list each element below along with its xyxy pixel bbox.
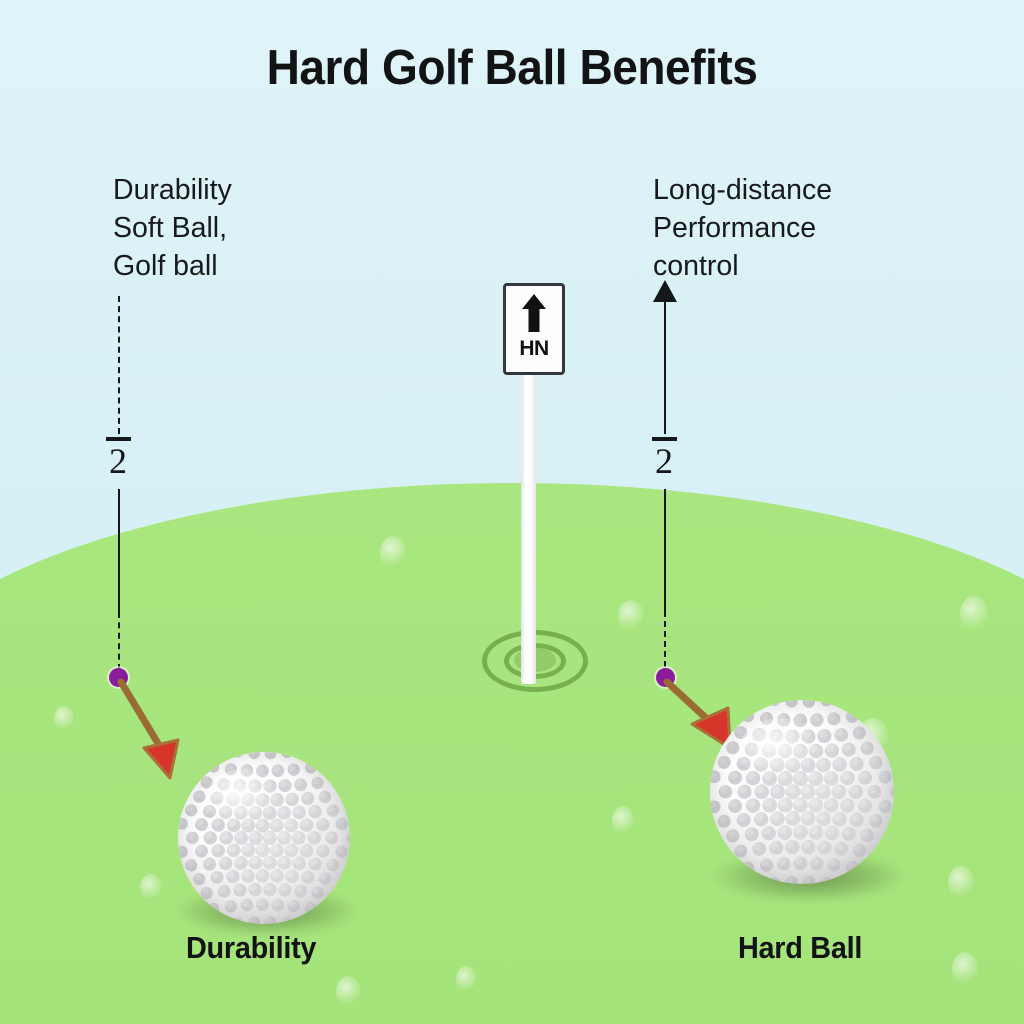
golf-ball-left-highlight bbox=[205, 769, 282, 828]
measure-right-arrowhead-icon bbox=[653, 280, 677, 302]
flag-pole bbox=[521, 372, 536, 684]
up-arrow-icon bbox=[522, 294, 546, 332]
page-title: Hard Golf Ball Benefits bbox=[266, 41, 758, 95]
golf-ball-right-highlight bbox=[739, 718, 821, 781]
measure-right-upper-solid bbox=[664, 300, 666, 434]
measure-left-upper-dashed bbox=[118, 296, 120, 434]
golf-ball-right-dimples bbox=[710, 700, 894, 884]
red-arrow-right-icon bbox=[663, 678, 732, 750]
red-arrow-left-icon bbox=[117, 678, 180, 780]
measure-right-label: 2 bbox=[655, 441, 673, 481]
measure-right-lower-dashed bbox=[664, 611, 666, 667]
measure-left-label: 2 bbox=[109, 441, 127, 481]
direction-sign: HN bbox=[503, 283, 565, 375]
golf-ball-right-edge-shading bbox=[710, 700, 894, 884]
caption-left: Durability bbox=[186, 930, 317, 965]
caption-right: Hard Ball bbox=[738, 930, 863, 965]
measure-left-tick bbox=[106, 437, 131, 441]
golf-ball-left bbox=[174, 752, 360, 952]
golf-ball-right-body bbox=[710, 700, 894, 884]
measure-right-tick bbox=[652, 437, 677, 441]
sign-label: HN bbox=[519, 337, 549, 360]
golf-ball-left-edge-shading bbox=[178, 752, 350, 924]
golf-ball-left-body bbox=[178, 752, 350, 924]
annotation-right-text: Long-distance Performance control bbox=[653, 174, 833, 282]
measure-right-mid-solid bbox=[664, 489, 666, 611]
measure-left-mid-solid bbox=[118, 489, 120, 612]
golf-ball-right bbox=[708, 700, 908, 912]
measure-left-lower-dashed bbox=[118, 612, 120, 670]
annotation-left-text: Durability Soft Ball, Golf ball bbox=[113, 174, 232, 282]
